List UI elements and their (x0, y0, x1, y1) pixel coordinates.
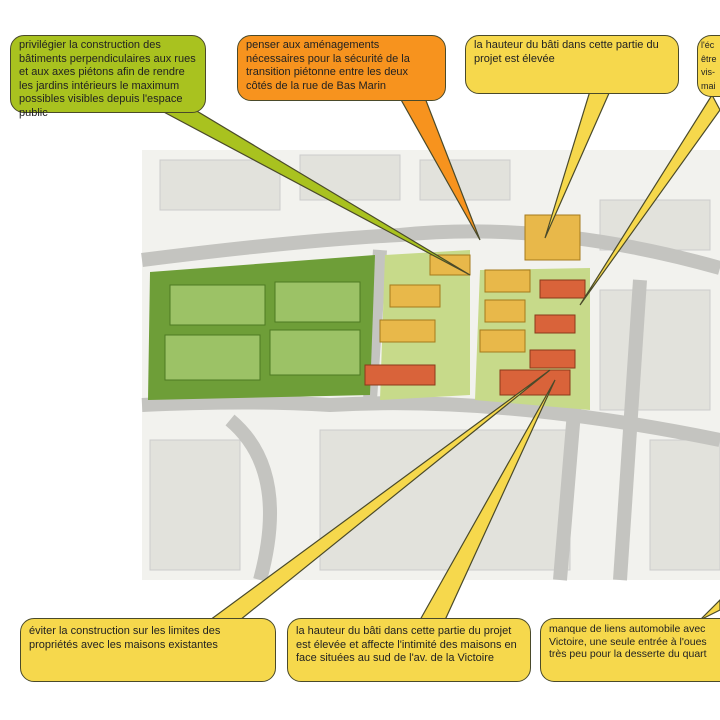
callout-building-height: la hauteur du bâti dans cette partie du … (465, 35, 679, 94)
callout-property-limits: éviter la construction sur les limites d… (20, 618, 276, 682)
callout-far-right-partial: l'éc être vis- mai (697, 35, 720, 97)
callout-pedestrian-safety: penser aux aménagements nécessaires pour… (237, 35, 446, 101)
project-site (364, 214, 590, 410)
callout-car-links: manque de liens automobile avec Victoire… (540, 618, 720, 682)
callout-perpendicular-buildings: privilégier la construction des bâtiment… (10, 35, 206, 119)
callout-tails (159, 90, 720, 621)
green-park (148, 255, 375, 400)
callout-height-privacy: la hauteur du bâti dans cette partie du … (287, 618, 531, 682)
